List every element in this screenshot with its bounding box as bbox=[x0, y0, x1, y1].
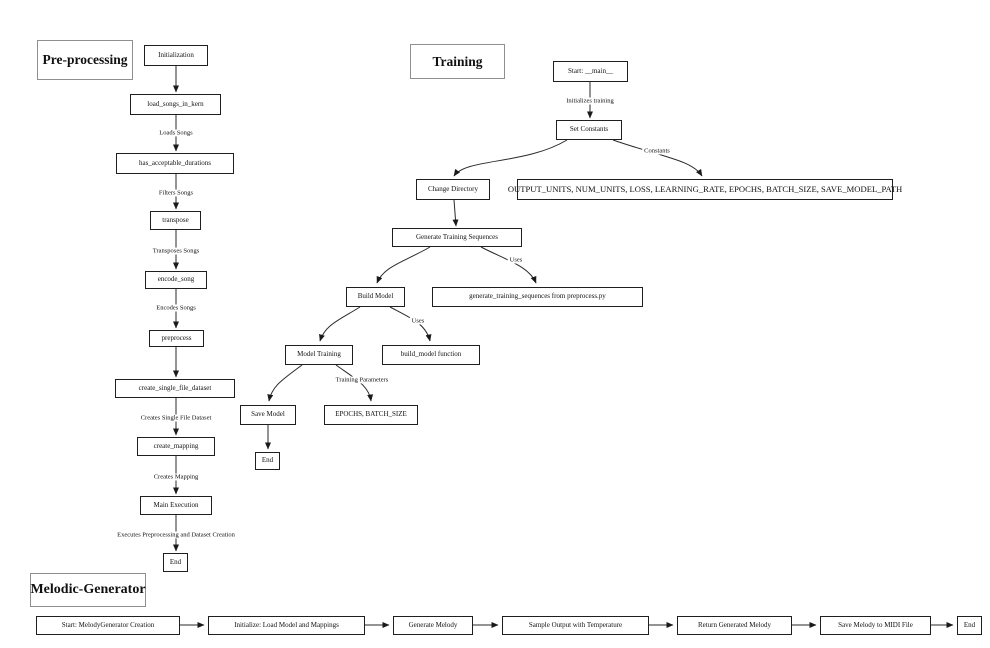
node-preprocessing-end: End bbox=[163, 553, 188, 572]
node-main-execution: Main Execution bbox=[140, 496, 212, 515]
node-constants-list: OUTPUT_UNITS, NUM_UNITS, LOSS, LEARNING_… bbox=[508, 179, 902, 200]
node-create-mapping: create_mapping bbox=[137, 437, 215, 456]
node-start-main: Start: __main__ bbox=[553, 61, 628, 82]
node-create-single-file-dataset: create_single_file_dataset bbox=[115, 379, 235, 398]
edge-label-creates-single-file-dataset: Creates Single File Dataset bbox=[138, 414, 214, 422]
edge-label-creates-mapping: Creates Mapping bbox=[151, 473, 201, 481]
node-epochs-batch-size: EPOCHS, BATCH_SIZE bbox=[324, 405, 418, 425]
section-label-melodic-generator: Melodic-Generator bbox=[30, 573, 146, 607]
node-change-directory: Change Directory bbox=[416, 179, 490, 200]
node-set-constants: Set Constants bbox=[556, 120, 622, 140]
node-model-training: Model Training bbox=[285, 345, 353, 365]
node-save-model: Save Model bbox=[240, 405, 296, 425]
node-start-melodygenerator: Start: MelodyGenerator Creation bbox=[36, 616, 180, 635]
node-encode-song: encode_song bbox=[145, 271, 207, 289]
node-generate-training-sequences: Generate Training Sequences bbox=[392, 228, 522, 247]
node-training-end: End bbox=[255, 452, 280, 470]
edge-label-uses-1: Uses bbox=[507, 256, 525, 264]
section-label-preprocessing: Pre-processing bbox=[37, 40, 133, 80]
node-load-songs-in-kern: load_songs_in_kern bbox=[130, 94, 221, 115]
node-initialize-load-model: Initialize: Load Model and Mappings bbox=[208, 616, 365, 635]
node-gts-from-preprocess: generate_training_sequences from preproc… bbox=[432, 287, 643, 307]
edge-label-uses-2: Uses bbox=[409, 317, 427, 325]
node-has-acceptable-durations: has_acceptable_durations bbox=[116, 153, 234, 174]
node-generate-melody: Generate Melody bbox=[393, 616, 473, 635]
edge-label-encodes-songs: Encodes Songs bbox=[154, 304, 198, 312]
node-build-model-function: build_model function bbox=[382, 345, 480, 365]
node-return-generated-melody: Return Generated Melody bbox=[677, 616, 792, 635]
node-preprocess: preprocess bbox=[149, 330, 204, 347]
node-melodic-end: End bbox=[957, 616, 982, 635]
edge-label-loads-songs: Loads Songs bbox=[157, 129, 195, 137]
edge-label-initializes-training: Initializes training bbox=[564, 97, 616, 105]
edge-label-constants: Constants bbox=[642, 147, 672, 155]
node-build-model: Build Model bbox=[346, 287, 405, 307]
node-save-melody-midi: Save Melody to MIDI File bbox=[820, 616, 931, 635]
node-sample-output-temperature: Sample Output with Temperature bbox=[502, 616, 649, 635]
edge-label-transposes-songs: Transposes Songs bbox=[150, 247, 202, 255]
node-transpose: transpose bbox=[150, 211, 201, 230]
node-initialization: Initialization bbox=[144, 45, 208, 66]
edge-label-training-parameters: Training Parameters bbox=[333, 376, 391, 384]
edge-label-filters-songs: Filters Songs bbox=[156, 189, 196, 197]
section-label-training: Training bbox=[410, 44, 505, 79]
edge-label-executes-preprocessing: Executes Preprocessing and Dataset Creat… bbox=[115, 531, 237, 539]
